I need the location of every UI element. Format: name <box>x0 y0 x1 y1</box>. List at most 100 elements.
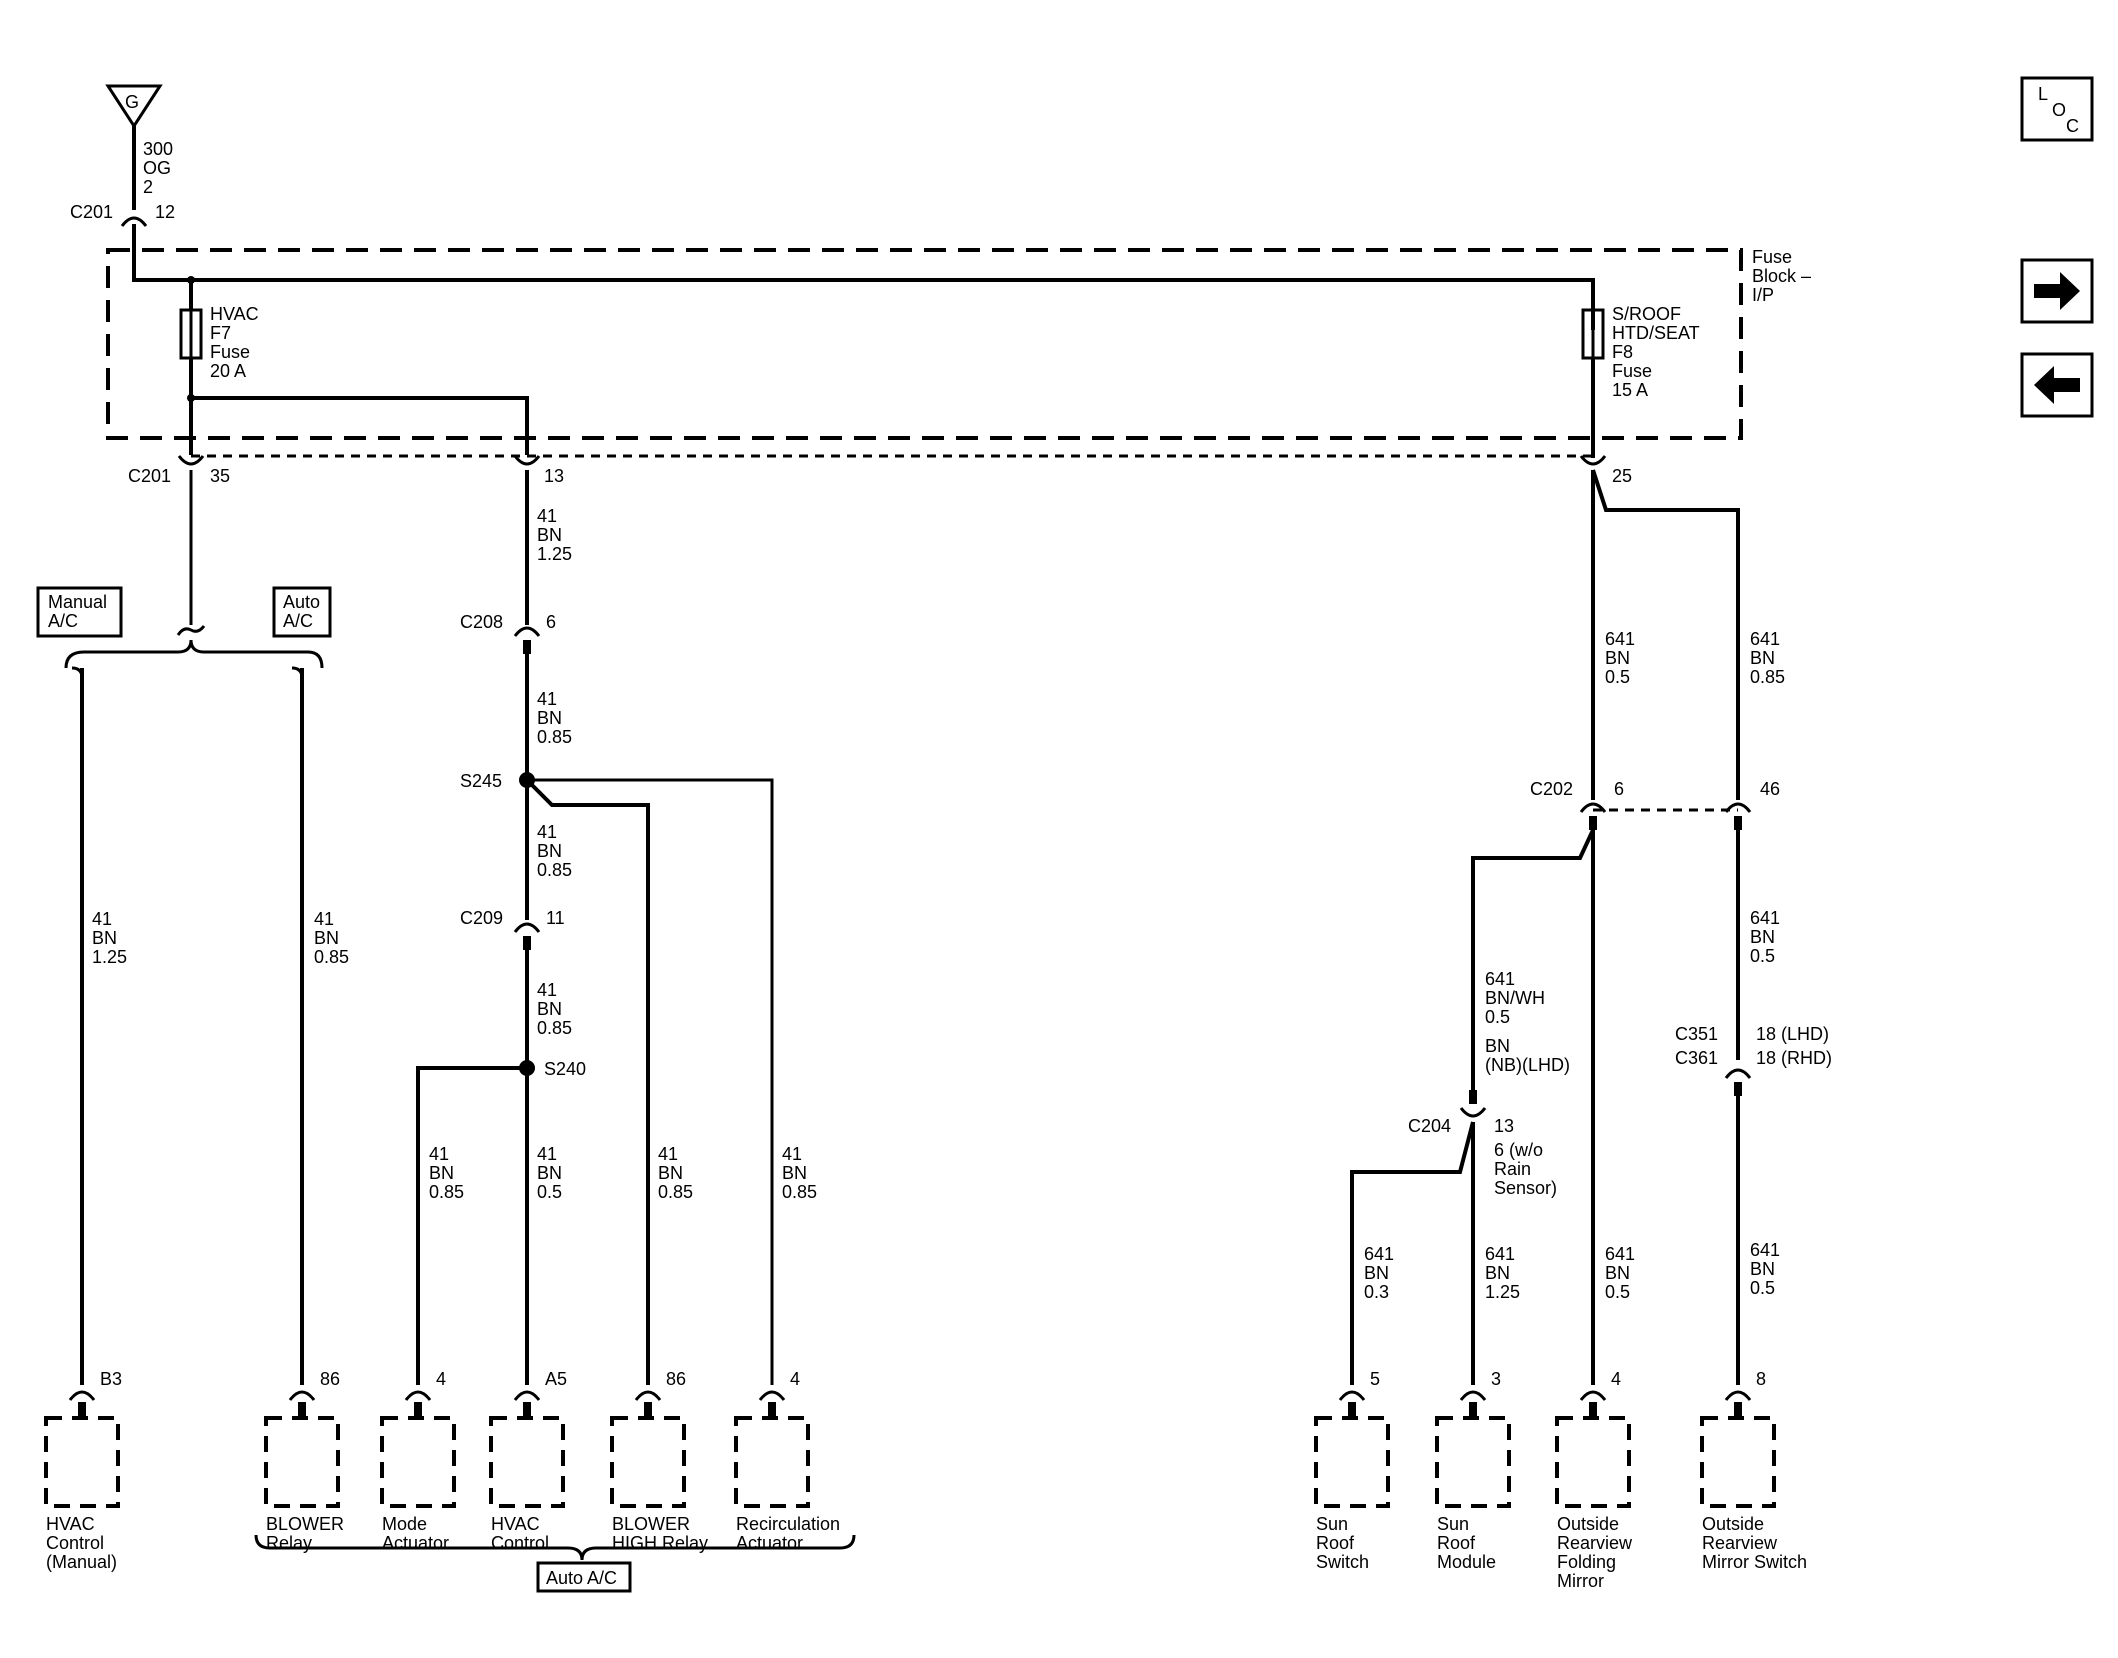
component-label: Module <box>1437 1552 1496 1572</box>
svg-text:641: 641 <box>1485 1244 1515 1264</box>
splice-dot <box>187 276 195 284</box>
svg-text:0.3: 0.3 <box>1364 1282 1389 1302</box>
pin-label: 25 <box>1612 466 1632 486</box>
component-box <box>44 1416 120 1508</box>
wire-sunroof-switch <box>1350 1121 1475 1385</box>
svg-text:41: 41 <box>537 822 557 842</box>
connector-terminal <box>298 1402 306 1416</box>
connector-terminal <box>78 1402 86 1416</box>
pin-label: 18 (LHD) <box>1756 1024 1829 1044</box>
svg-text:BN: BN <box>658 1163 683 1183</box>
connector-c208 <box>513 626 541 637</box>
wire-blower-high <box>525 778 650 1385</box>
wire-f7-branch <box>191 396 529 455</box>
svg-text:41: 41 <box>314 909 334 929</box>
connector-terminal <box>1469 1090 1477 1104</box>
option-break <box>176 625 206 636</box>
svg-text:0.85: 0.85 <box>782 1182 817 1202</box>
option-label: A/C <box>48 611 78 631</box>
svg-text:BN: BN <box>537 999 562 1019</box>
connector-terminal <box>644 1402 652 1416</box>
connector-terminal <box>1734 816 1742 830</box>
component-box <box>1435 1416 1511 1508</box>
svg-text:BN: BN <box>537 841 562 861</box>
svg-text:BN: BN <box>314 928 339 948</box>
connector-pin <box>404 1390 432 1401</box>
option-label: Manual <box>48 592 107 612</box>
pin-label: 4 <box>790 1369 800 1389</box>
pin-label: 86 <box>666 1369 686 1389</box>
pin-label: 6 <box>1614 779 1624 799</box>
ground-label: G <box>125 92 139 112</box>
svg-text:BN: BN <box>1364 1263 1389 1283</box>
pin-label: 4 <box>1611 1369 1621 1389</box>
svg-text:41: 41 <box>537 506 557 526</box>
option-label: Auto <box>283 592 320 612</box>
svg-text:41: 41 <box>537 980 557 1000</box>
pin-label: 13 <box>1494 1116 1514 1136</box>
connector-label: C202 <box>1530 779 1573 799</box>
pin-label: 3 <box>1491 1369 1501 1389</box>
connector-c351 <box>1724 1068 1752 1079</box>
svg-text:1.25: 1.25 <box>92 947 127 967</box>
pin-label: Sensor) <box>1494 1178 1557 1198</box>
back-button[interactable] <box>2020 352 2094 418</box>
wire-mode-actuator <box>416 1066 527 1385</box>
svg-text:(NB)(LHD): (NB)(LHD) <box>1485 1055 1570 1075</box>
pin-label: 4 <box>436 1369 446 1389</box>
svg-text:BN/WH: BN/WH <box>1485 988 1545 1008</box>
arrow-right-icon <box>2034 272 2080 310</box>
splice-label: S240 <box>544 1059 586 1079</box>
svg-text:0.85: 0.85 <box>429 1182 464 1202</box>
fuse-f8-label: 15 A <box>1612 380 1648 400</box>
svg-text:641: 641 <box>1750 908 1780 928</box>
connector-c204 <box>1459 1107 1487 1118</box>
component-label: Mirror Switch <box>1702 1552 1807 1572</box>
svg-text:1.25: 1.25 <box>1485 1282 1520 1302</box>
connector-pin <box>1579 802 1607 813</box>
connector-terminal <box>768 1402 776 1416</box>
fuse-f8-label: S/ROOF <box>1612 304 1681 324</box>
svg-text:641: 641 <box>1750 1240 1780 1260</box>
connector-label: C201 <box>70 202 113 222</box>
connector-label: C361 <box>1675 1048 1718 1068</box>
svg-text:BN: BN <box>782 1163 807 1183</box>
fuse-block-label: Fuse <box>1752 247 1792 267</box>
option-manual-ac-box <box>36 586 123 638</box>
forward-button[interactable] <box>2020 258 2094 324</box>
location-button[interactable]: L O C <box>2020 76 2094 142</box>
connector-label: C201 <box>128 466 171 486</box>
wire-battery-bus <box>132 224 1595 330</box>
svg-text:BN: BN <box>92 928 117 948</box>
svg-text:41: 41 <box>429 1144 449 1164</box>
component-label: Sun <box>1316 1514 1348 1534</box>
connector-label: C209 <box>460 908 503 928</box>
svg-text:BN: BN <box>1605 1263 1630 1283</box>
svg-text:0.5: 0.5 <box>537 1182 562 1202</box>
fuse-f8-label: Fuse <box>1612 361 1652 381</box>
wire-size-label: 2 <box>143 177 153 197</box>
connector-pin <box>513 1390 541 1401</box>
connector-pin <box>177 455 205 466</box>
fuse-f8-label: HTD/SEAT <box>1612 323 1700 343</box>
svg-text:41: 41 <box>92 909 112 929</box>
component-label: Roof <box>1437 1533 1476 1553</box>
component-label: Folding <box>1557 1552 1616 1572</box>
component-label: Rearview <box>1557 1533 1633 1553</box>
wire-mirror-branch <box>1591 469 1740 800</box>
connector-terminal <box>1734 1402 1742 1416</box>
component-label: Outside <box>1702 1514 1764 1534</box>
connector-pin <box>1579 1390 1607 1401</box>
connector-pin <box>1459 1390 1487 1401</box>
ground-symbol: G <box>105 84 163 129</box>
